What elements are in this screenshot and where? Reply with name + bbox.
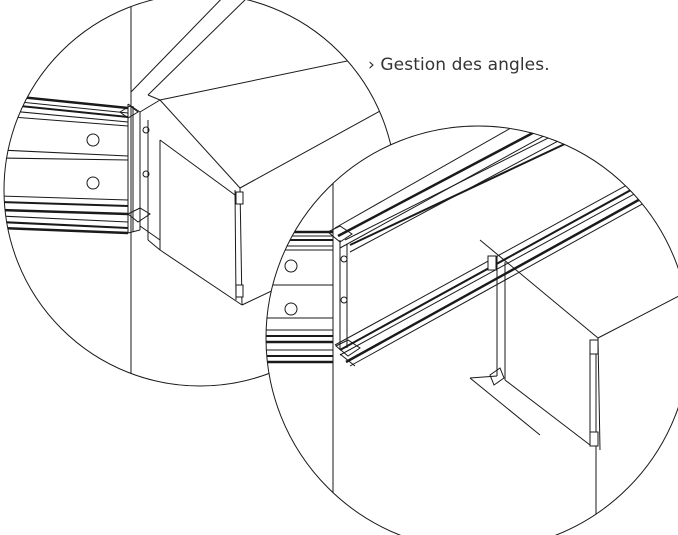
caption-text: › Gestion des angles. <box>368 55 550 75</box>
